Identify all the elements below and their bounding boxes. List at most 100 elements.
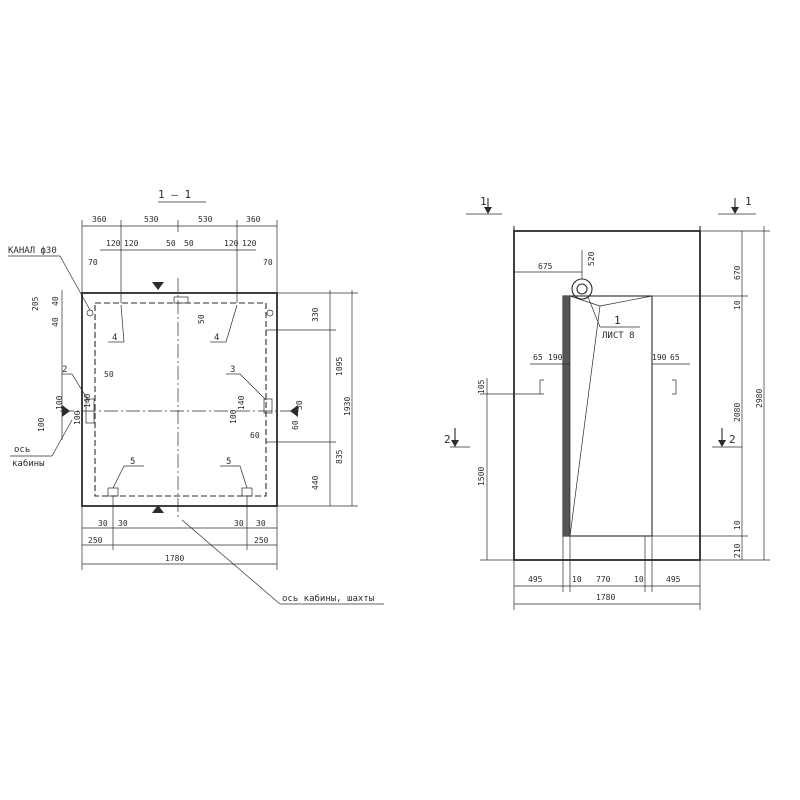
left-embedded-part <box>539 379 544 395</box>
left-embedded-plate <box>85 398 95 424</box>
top-sub-dim-3: 120 <box>124 239 139 248</box>
bottom-left-plate <box>107 487 119 497</box>
channel-leader <box>59 255 91 311</box>
bottom-total-dim: 1780 <box>165 554 184 563</box>
bottom-dim-3: 30 <box>234 519 244 528</box>
bottom-right-plate <box>241 487 253 497</box>
right-dim-2: 1095 <box>335 357 344 376</box>
slab-outline <box>513 230 701 561</box>
section-mark-1-left: 1 <box>480 195 487 208</box>
bottom-dim-6: 250 <box>254 536 269 545</box>
section-arrow-icon <box>718 440 726 447</box>
section-title: 1 — 1 <box>158 188 191 201</box>
right-dim-5: 440 <box>311 475 320 490</box>
top-sub-dim-6: 120 <box>224 239 239 248</box>
section-arrow-icon <box>484 207 492 214</box>
inner-dim-3: 140 <box>83 393 92 408</box>
elev-side-dim-2: 190 <box>548 353 563 362</box>
bottom-dim-4: 30 <box>256 519 266 528</box>
elev-right-dim-6: 210 <box>733 543 742 558</box>
right-dim-3: 1930 <box>343 397 352 416</box>
door-leaf-line <box>569 295 601 537</box>
axis-label-1: ось <box>14 445 30 455</box>
elev-bottom-dim-3: 770 <box>596 575 611 584</box>
top-embedded-plate <box>173 296 189 304</box>
top-axis-arrow-icon <box>152 282 164 290</box>
shaft-axis-label: ось кабины, шахты <box>282 593 374 604</box>
inner-dim-9: 60 <box>291 420 300 430</box>
elev-side-dim-3: 190 <box>652 353 667 362</box>
elev-right-dim-2: 10 <box>733 300 742 310</box>
right-dim-1: 330 <box>311 307 320 322</box>
right-embedded-plate <box>263 398 273 414</box>
top-sub-dim-7: 120 <box>242 239 257 248</box>
top-dim-4: 360 <box>246 215 261 224</box>
elev-left-dim-1: 105 <box>477 379 486 394</box>
left-dim-5: 100 <box>37 417 46 432</box>
right-dim-4: 835 <box>335 449 344 464</box>
top-sub-dim-8: 70 <box>263 258 273 267</box>
bottom-dim-2: 30 <box>118 519 128 528</box>
sheet-label: ЛИСТ 8 <box>602 331 635 341</box>
inner-dim-8: 100 <box>229 409 238 424</box>
elev-right-dim-1: 670 <box>733 265 742 280</box>
top-dim-2: 530 <box>144 215 159 224</box>
elev-side-dim-1: 65 <box>533 353 543 362</box>
shaft-outline <box>81 292 278 507</box>
elev-side-dim-4: 65 <box>670 353 680 362</box>
channel-hole-right <box>266 309 274 317</box>
axis-label-2: кабины <box>12 458 45 469</box>
elevation-view: 1 1 2 2 520 675 1 ЛИСТ 8 65 190 190 65 <box>444 195 770 610</box>
left-dim-1: 205 <box>31 296 40 311</box>
section-mark-2-left: 2 <box>444 433 451 446</box>
elev-bottom-dim-5: 495 <box>666 575 681 584</box>
right-embedded-part <box>672 379 677 395</box>
bottom-dim-1: 30 <box>98 519 108 528</box>
top-sub-dim-5: 50 <box>184 239 194 248</box>
shaft-axis-leader <box>181 519 281 605</box>
callout-4-left: 4 <box>112 333 117 343</box>
callout-3: 3 <box>230 365 235 375</box>
channel-label: КАНАЛ ф30 <box>8 246 57 256</box>
top-sub-dim-1: 70 <box>88 258 98 267</box>
callout-5-right: 5 <box>226 457 231 467</box>
top-sub-dim-4: 50 <box>166 239 176 248</box>
elev-left-dim-2: 1500 <box>477 467 486 486</box>
callout-4-right: 4 <box>214 333 219 343</box>
channel-hole-left <box>86 309 94 317</box>
inner-dim-1: 50 <box>104 370 114 379</box>
elev-bottom-dim-1: 495 <box>528 575 543 584</box>
section-mark-2-right: 2 <box>729 433 736 446</box>
inner-dim-5: 50 <box>197 314 206 324</box>
bottom-axis-arrow-icon <box>152 505 164 513</box>
elev-right-dim-3: 2080 <box>733 403 742 422</box>
elev-bottom-total-dim: 1780 <box>596 593 615 602</box>
section-mark-1-right: 1 <box>745 195 752 208</box>
elev-bottom-dim-2: 10 <box>572 575 582 584</box>
elev-callout: 1 <box>614 314 621 327</box>
left-dim-4: 100 <box>55 395 64 410</box>
inner-dim-6: 50 <box>295 400 304 410</box>
left-axis-arrow-icon <box>62 405 70 417</box>
elev-bottom-dim-4: 10 <box>634 575 644 584</box>
right-axis-arrow-icon <box>290 405 298 417</box>
inner-dim-4: 60 <box>250 431 260 440</box>
callout-5-left: 5 <box>130 457 135 467</box>
elev-top-dim-1: 520 <box>587 251 596 266</box>
elev-right-dim-4: 2980 <box>755 389 764 408</box>
inner-dim-7: 140 <box>237 395 246 410</box>
inner-dim-2: 100 <box>73 410 82 425</box>
top-dim-1: 360 <box>92 215 107 224</box>
channel-ring-inner <box>576 283 588 295</box>
elev-right-dim-5: 10 <box>733 520 742 530</box>
section-arrow-icon <box>731 207 739 214</box>
section-arrow-icon <box>451 440 459 447</box>
elev-top-dim-2: 675 <box>538 262 553 271</box>
door-frame-left <box>563 296 570 536</box>
callout-2: 2 <box>62 365 67 375</box>
top-sub-dim-2: 120 <box>106 239 121 248</box>
left-dim-2: 40 <box>51 296 60 306</box>
left-dim-3: 40 <box>51 317 60 327</box>
top-dim-3: 530 <box>198 215 213 224</box>
